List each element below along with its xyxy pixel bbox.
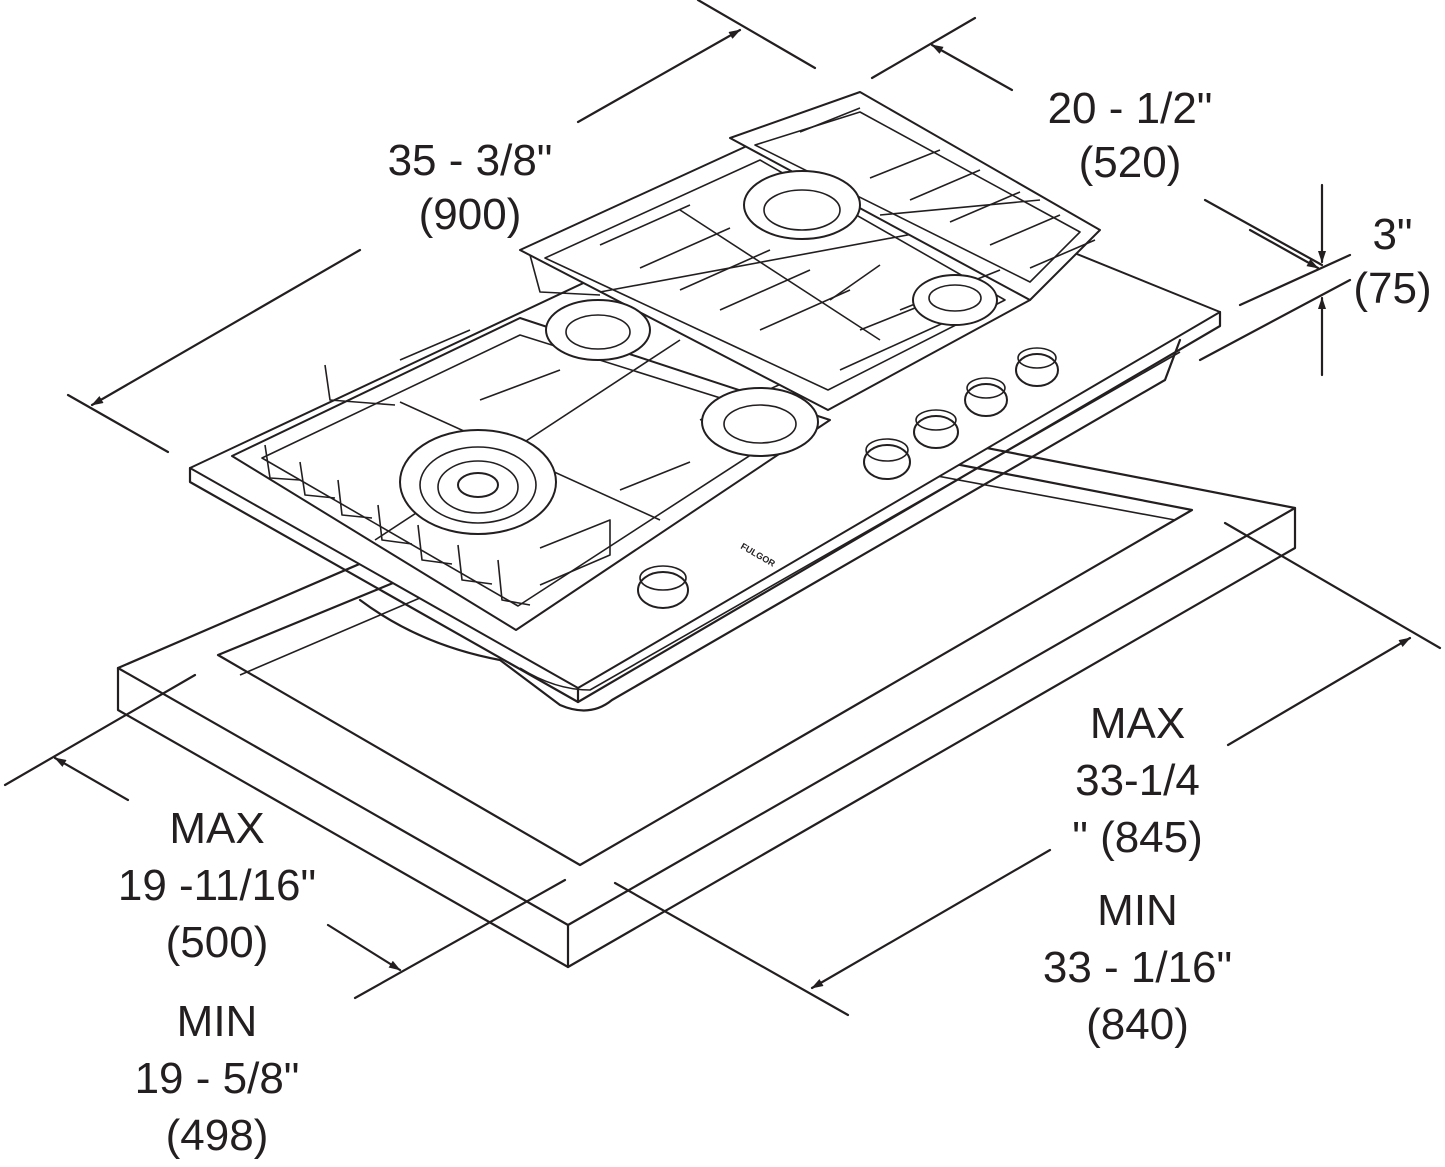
height-metric: (75) [1353,264,1432,313]
cutout-width-min-metric: (840) [1086,1000,1189,1049]
cutout-depth-min-imperial: 19 - 5/8" [134,1054,300,1103]
dimension-width [66,0,817,454]
knob [913,409,959,449]
burner-front-center [701,387,819,457]
cutout-width-min-imperial: 33 - 1/16" [1042,943,1233,992]
burner-rear-left [545,299,651,361]
width-label: 35 - 3/8" (900) [350,134,590,242]
knob [863,438,911,480]
width-metric: (900) [418,190,522,239]
depth-metric: (520) [1078,138,1182,187]
burner-wok [399,429,557,535]
cutout-width-label: MAX 33-1/4 " (845) MIN 33 - 1/16" (840) [1015,695,1260,1053]
cutout-depth-max-imperial: 19 -11/16" [117,861,317,910]
cutout-depth-max-label: MAX [169,804,265,853]
cutout-depth-max-metric: (500) [165,918,269,967]
knob [1015,347,1059,387]
cutout-width-max-imperial-a: 33-1/4 [1075,756,1200,805]
height-imperial: 3" [1372,210,1413,259]
burner-rear-right [743,170,861,240]
cutout-depth-min-metric: (498) [165,1111,269,1160]
cooktop: FULGOR [188,91,1222,712]
cutout-width-min-label: MIN [1097,886,1178,935]
width-imperial: 35 - 3/8" [387,136,553,185]
dimension-height [1198,183,1352,377]
dimension-cutout-depth [3,673,567,1000]
dimension-cutout-width [613,521,1442,1017]
cutout-width-max-imperial-b: " (845) [1072,813,1203,862]
height-label: 3" (75) [1340,208,1445,316]
cutout-depth-min-label: MIN [176,997,258,1046]
dimension-depth [870,16,1324,270]
grate-right [729,91,1101,331]
depth-label: 20 - 1/2" (520) [1015,82,1245,190]
cutout-width-max-label: MAX [1089,699,1186,748]
knob [637,565,689,609]
knob [964,377,1008,417]
cutout-depth-label: MAX 19 -11/16" (500) MIN 19 - 5/8" (498) [92,800,342,1164]
burner-far-right [912,274,998,326]
depth-imperial: 20 - 1/2" [1047,84,1213,133]
grate-fingers [599,154,951,371]
